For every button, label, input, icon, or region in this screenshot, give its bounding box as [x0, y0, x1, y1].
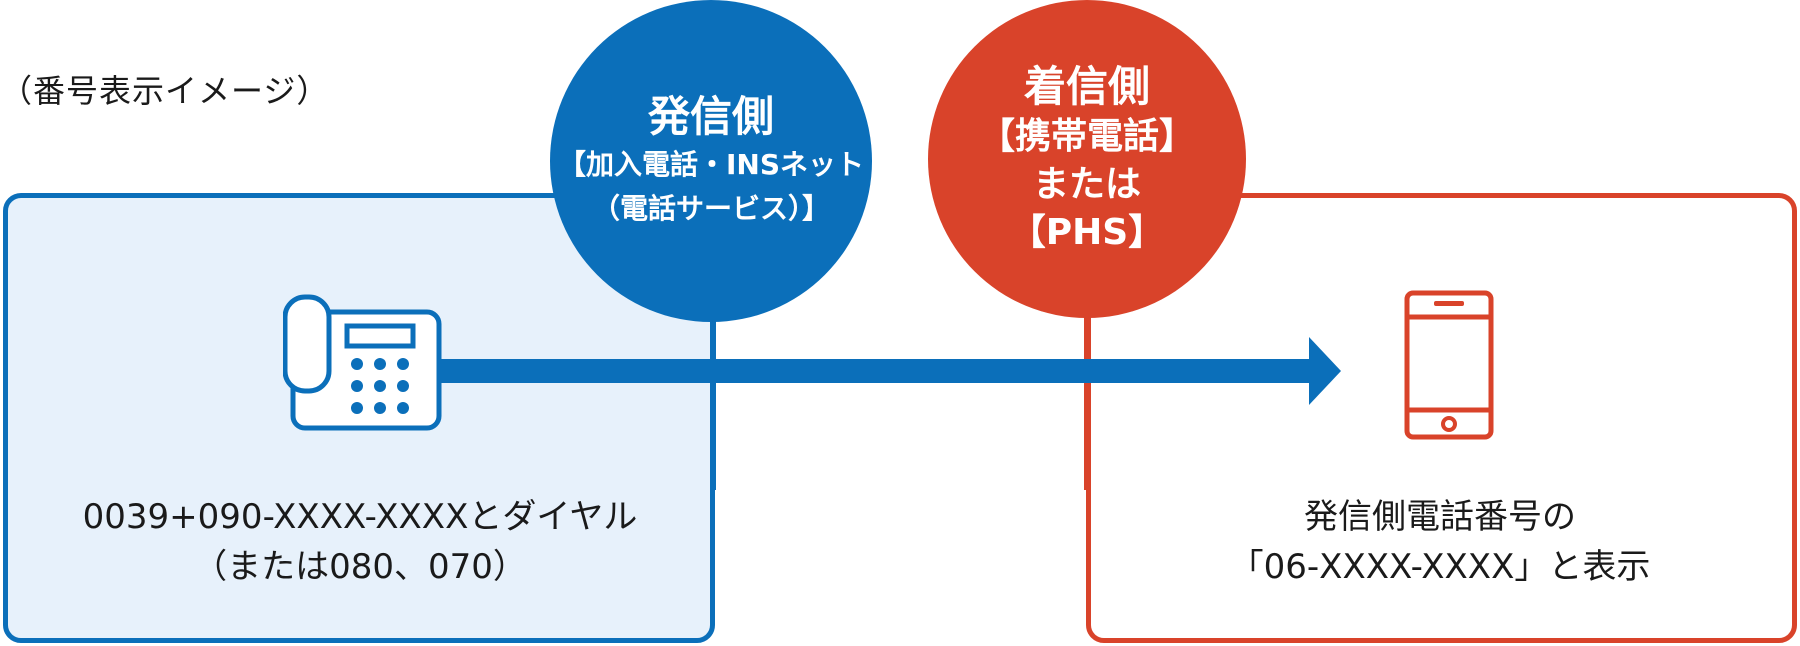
sender-dial-line1: 0039+090-XXXX-XXXXとダイヤル: [82, 497, 638, 537]
sender-connector-line: [711, 290, 716, 490]
receiver-circle: 着信側 【携帯電話】 または 【PHS】: [928, 0, 1246, 318]
sender-service-line2: （電話サービス）】: [591, 192, 830, 225]
sender-circle: 発信側 【加入電話・INSネット （電話サービス）】: [550, 0, 872, 322]
receiver-display-line2: 「06-XXXX-XXXX」と表示: [1229, 547, 1651, 587]
desk-telephone-icon: [283, 294, 442, 431]
sender-service-line1: 【加入電話・INSネット: [557, 148, 865, 181]
receiver-display-line1: 発信側電話番号の: [1304, 497, 1576, 537]
receiver-type-line2: または: [1032, 164, 1141, 205]
sender-title: 発信側: [647, 92, 774, 141]
sender-dial-instruction: 0039+090-XXXX-XXXXとダイヤル （または080、070）: [20, 492, 700, 592]
receiver-type-line1: 【携帯電話】: [978, 116, 1195, 157]
receiver-title: 着信側: [1023, 62, 1150, 111]
receiver-display-description: 発信側電話番号の 「06-XXXX-XXXX」と表示: [1100, 492, 1780, 592]
sender-dial-line2: （または080、070）: [193, 547, 527, 587]
receiver-connector-line: [1084, 290, 1089, 490]
receiver-type-line3: 【PHS】: [1009, 212, 1165, 253]
mobile-phone-icon: [1404, 290, 1494, 440]
right-arrow-icon: [436, 337, 1341, 405]
image-caption: （番号表示イメージ）: [0, 72, 330, 110]
